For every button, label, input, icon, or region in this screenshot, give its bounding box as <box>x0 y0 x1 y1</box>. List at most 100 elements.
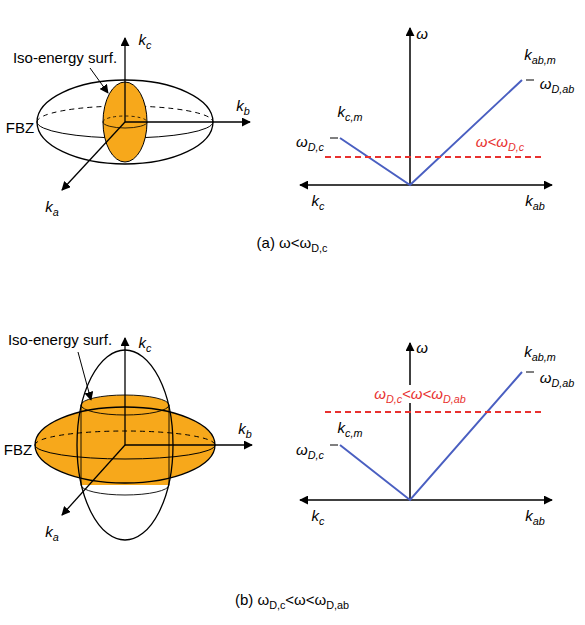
frequency-label: ωD,ab <box>540 75 575 93</box>
callout-label: Iso-energy surf. <box>8 331 112 349</box>
text-part: Iso-energy surf. <box>13 49 117 66</box>
subscript: b <box>244 105 250 117</box>
subscript: c <box>146 342 151 354</box>
subscript: D,c <box>386 393 402 405</box>
axis-label: kb <box>236 97 250 115</box>
panel-b-dispersion <box>300 343 552 500</box>
region-label: FBZ <box>6 119 34 137</box>
axis-label: kb <box>238 420 252 438</box>
omega-axis <box>409 343 411 500</box>
subscript: c,m <box>345 427 362 439</box>
axis-label: ω <box>416 25 428 43</box>
subscript: a <box>53 206 59 218</box>
text-part: ω <box>296 441 308 458</box>
text-part: k <box>238 420 246 437</box>
subscript: ab <box>533 200 545 212</box>
text-part: k <box>45 523 53 540</box>
cylinder-bottom <box>81 485 169 495</box>
text-part: ω <box>296 133 308 150</box>
wavevector-label: kc,m <box>338 103 363 121</box>
text-part: (a) ω<ω <box>257 234 312 251</box>
condition-label: ω<ωD,c <box>474 133 526 151</box>
frequency-level <box>325 411 545 413</box>
panel-a-dispersion <box>300 28 552 185</box>
subscript: D,ab <box>326 599 349 611</box>
text-part: k <box>338 419 346 436</box>
callout-label: Iso-energy surf. <box>13 49 117 67</box>
subscript: D,c <box>308 141 324 153</box>
subscript: c <box>319 200 324 212</box>
text-part: k <box>338 103 346 120</box>
subscript: D,ab <box>551 83 574 95</box>
leader-arrow <box>90 68 108 93</box>
axis-label: ω <box>416 339 428 357</box>
subscript: D,c <box>308 449 324 461</box>
tick <box>526 80 534 81</box>
wavevector-label: kab,m <box>524 343 556 361</box>
text-part: ω <box>416 339 428 356</box>
text-part: FBZ <box>6 119 34 136</box>
text-part: k <box>525 507 533 524</box>
text-part: ω <box>374 385 386 402</box>
kc-axis <box>124 338 125 445</box>
axis-label: kc <box>139 334 152 352</box>
text-part: k <box>524 46 532 63</box>
kb-axis <box>125 121 250 122</box>
text-part: k <box>139 31 147 48</box>
text-part: ω <box>540 75 552 92</box>
tick <box>330 138 338 139</box>
axis-label: kc <box>312 507 325 525</box>
subscript: c <box>319 515 324 527</box>
subscript: D,ab <box>551 377 574 389</box>
subscript: ab,m <box>532 54 556 66</box>
axis-label: kab <box>525 192 545 210</box>
condition-label: ωD,c<ω<ωD,ab <box>372 385 468 403</box>
subscript: a <box>53 531 59 543</box>
subscript: ab,m <box>532 351 556 363</box>
axis-label: ka <box>45 523 59 541</box>
frequency-level <box>325 156 545 158</box>
text-part: ω <box>540 369 552 386</box>
frequency-label: ωD,ab <box>540 369 575 387</box>
text-part: ω <box>416 25 428 42</box>
text-part: k <box>525 192 533 209</box>
tick <box>526 372 534 373</box>
subscript: D,c <box>311 242 327 254</box>
axis-label: kc <box>139 31 152 49</box>
k-axis <box>300 499 552 501</box>
text-part: k <box>139 334 147 351</box>
text-part: k <box>45 198 53 215</box>
text-part: k <box>312 192 320 209</box>
text-part: k <box>312 507 320 524</box>
dispersion-line <box>340 372 522 500</box>
subscript: D,ab <box>443 393 466 405</box>
ka-axis <box>62 122 125 190</box>
text-part: <ω<ω <box>402 385 443 402</box>
axis-label: ka <box>45 198 59 216</box>
region-label: FBZ <box>4 441 32 459</box>
subscript: c <box>146 39 151 51</box>
panel-caption: (b) ωD,c<ω<ωD,ab <box>235 591 349 609</box>
omega-axis <box>409 28 411 185</box>
frequency-label: ωD,c <box>296 133 324 151</box>
fbz-equator-front <box>35 445 215 459</box>
text-part: ω<ω <box>476 133 508 150</box>
subscript: D,c <box>508 141 524 153</box>
text-part: k <box>524 343 532 360</box>
panel-caption: (a) ω<ωD,c <box>257 234 328 252</box>
axis-label: kc <box>312 192 325 210</box>
subscript: b <box>246 428 252 440</box>
text-part: Iso-energy surf. <box>8 331 112 348</box>
subscript: ab <box>533 515 545 527</box>
panel-b-fbz <box>35 338 252 540</box>
text-part: k <box>236 97 244 114</box>
ka-axis <box>62 445 125 515</box>
kb-axis <box>125 444 252 445</box>
text-part: FBZ <box>4 441 32 458</box>
subscript: D,c <box>269 599 285 611</box>
axis-label: kab <box>525 507 545 525</box>
cylinder-side <box>81 405 82 485</box>
